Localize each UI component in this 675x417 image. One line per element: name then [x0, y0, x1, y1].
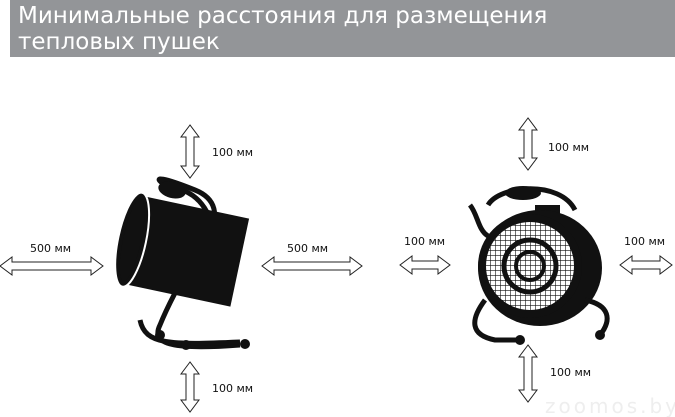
right-heater-illustration: [467, 186, 610, 345]
title-bar: Минимальные расстояния для размещения те…: [10, 0, 675, 57]
left-bottom-arrow-icon: [180, 361, 200, 413]
left-right-distance: 500 мм: [287, 242, 328, 255]
left-left-distance: 500 мм: [30, 242, 71, 255]
right-right-distance: 100 мм: [624, 235, 665, 248]
right-left-distance: 100 мм: [404, 235, 445, 248]
left-top-arrow-icon: [180, 124, 200, 179]
right-bottom-distance: 100 мм: [550, 366, 591, 379]
title-line-2: тепловых пушек: [18, 29, 220, 55]
right-top-distance: 100 мм: [548, 141, 589, 154]
right-left-arrow-icon: [399, 255, 451, 275]
left-bottom-distance: 100 мм: [212, 382, 253, 395]
left-heater-illustration: [114, 176, 250, 350]
left-right-arrow-icon: [261, 256, 363, 276]
watermark: zoomos.by: [545, 394, 675, 417]
left-top-distance: 100 мм: [212, 146, 253, 159]
left-left-arrow-icon: [0, 256, 104, 276]
right-bottom-arrow-icon: [518, 344, 538, 403]
right-top-arrow-icon: [518, 117, 538, 171]
right-right-arrow-icon: [619, 255, 673, 275]
title-line-1: Минимальные расстояния для размещения: [18, 3, 548, 29]
